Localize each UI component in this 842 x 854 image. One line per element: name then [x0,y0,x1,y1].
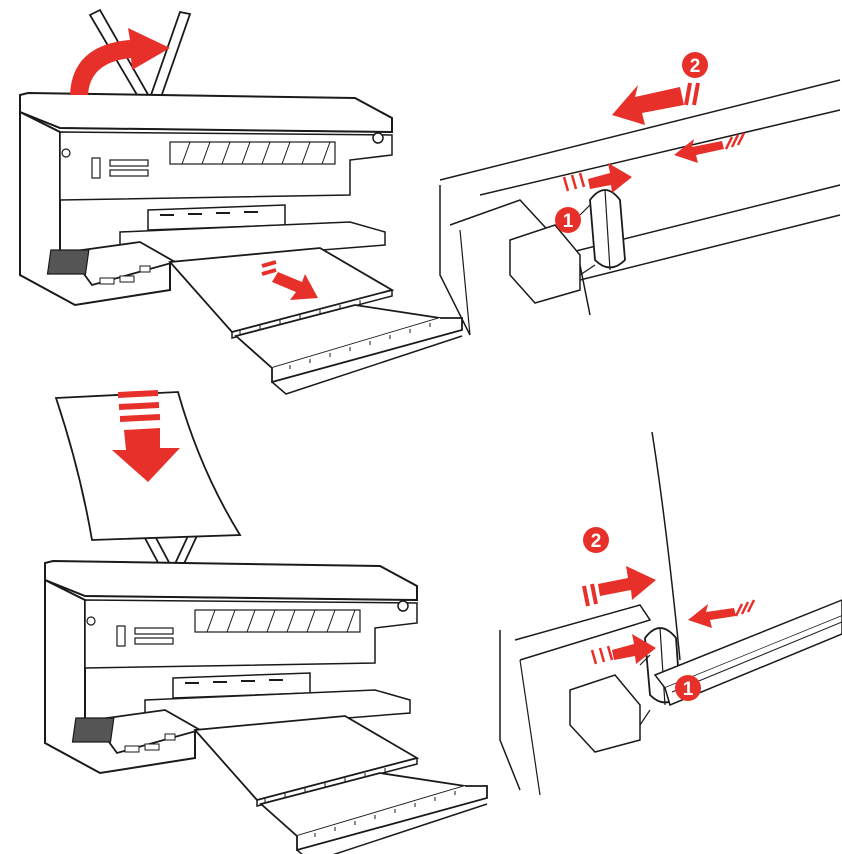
arrow-push-left [674,132,746,163]
step-label: 1 [683,679,694,700]
arrow-push-left [688,599,756,628]
step-badge-2: 2 [682,52,708,78]
arrow-pull-out-tray [261,260,318,300]
arrow-insert-paper [112,390,180,482]
panel-top-right: 1 2 [439,52,841,336]
step-label: 2 [690,56,701,77]
curved-arrow-raise-support [70,28,170,95]
step-badge-1: 1 [555,207,581,233]
step-badge-2: 2 [583,527,609,553]
step-label: 2 [591,531,602,552]
output-tray [169,247,463,395]
step-label: 1 [563,211,574,232]
arrow-push-right [562,163,632,193]
paper-edge [651,431,681,661]
panel-bottom-left [44,390,488,854]
output-tray [194,715,488,854]
step-badge-1: 1 [675,675,701,701]
arrow-slide-left [612,82,700,125]
arrow-push-right [590,634,656,665]
arrow-slide-right [582,566,656,607]
panel-bottom-right: 1 2 [499,431,842,796]
panel-top-left [19,8,463,395]
